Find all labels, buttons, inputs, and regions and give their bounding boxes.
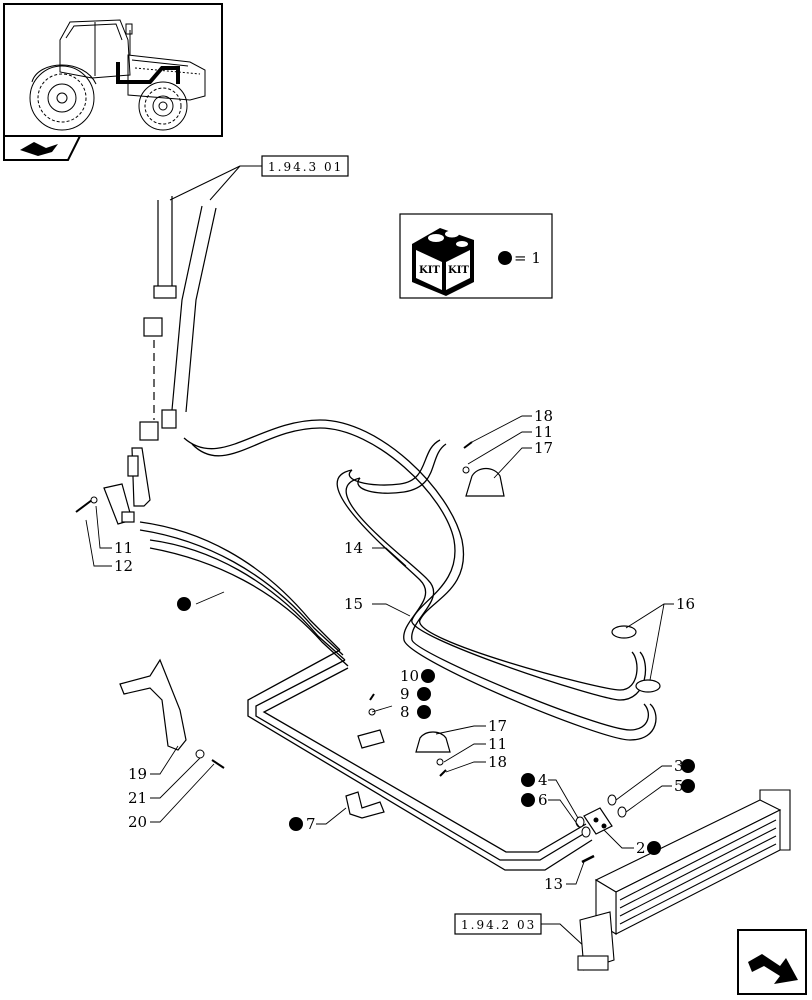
callout-4: 4 (538, 771, 548, 789)
coolant-tubes (183, 419, 657, 741)
callout-17a: 17 (534, 439, 553, 457)
clamp-16a (611, 625, 637, 639)
callout-12: 12 (114, 557, 133, 575)
kit-marker-dot (498, 251, 512, 265)
kit-label-left: KIT (419, 265, 440, 276)
cooler-unit (577, 789, 791, 971)
upper-hoses (139, 196, 217, 441)
kit-marker-dots (177, 597, 695, 855)
callout-20: 20 (128, 813, 147, 831)
bracket-8 (357, 693, 385, 749)
callout-10: 10 (400, 667, 419, 685)
callout-11c: 11 (488, 735, 507, 753)
callout-18b: 18 (488, 753, 507, 771)
callout-6: 6 (538, 791, 548, 809)
reference-upper[interactable]: 1.94.3 01 (261, 155, 349, 177)
callout-8: 8 (400, 703, 410, 721)
callout-7: 7 (306, 815, 316, 833)
clamp-16b (635, 679, 661, 693)
callout-13: 13 (544, 875, 563, 893)
callout-11a: 11 (534, 423, 553, 441)
leader-lines (85, 415, 674, 885)
callout-11b: 11 (114, 539, 133, 557)
callout-14: 14 (344, 539, 363, 557)
reference-upper-text: 1.94.3 01 (268, 160, 343, 174)
kit-label-right: KIT (448, 265, 469, 276)
clip-17-upper (462, 441, 505, 497)
callout-18a: 18 (534, 407, 553, 425)
callout-2: 2 (636, 839, 646, 857)
callout-9: 9 (400, 685, 410, 703)
callout-15: 15 (344, 595, 363, 613)
callout-labels: 18 11 17 11 12 14 15 16 10 9 8 17 11 18 … (114, 407, 695, 893)
reference-lower[interactable]: 1.94.2 03 (454, 913, 542, 935)
callout-17b: 17 (488, 717, 507, 735)
clip-17-lower (415, 731, 451, 777)
kit-legend-box: KIT KIT = 1 (399, 213, 553, 299)
callout-5: 5 (674, 777, 684, 795)
hose-bracket (103, 447, 151, 525)
kit-legend-text: = 1 (514, 249, 541, 267)
tractor-thumbnail-icon (3, 3, 223, 137)
callout-3: 3 (674, 757, 684, 775)
connector-block-2 (575, 794, 627, 864)
bracket-7 (345, 791, 385, 819)
kit-box-icon: KIT KIT (412, 228, 474, 296)
bracket-19 (119, 658, 225, 769)
bolt-11-12 (75, 496, 98, 513)
next-page-arrow-icon[interactable] (737, 929, 807, 995)
callout-19: 19 (128, 765, 147, 783)
callout-16: 16 (676, 595, 695, 613)
callout-21: 21 (128, 789, 147, 807)
main-hoses (139, 521, 593, 871)
reference-lower-text: 1.94.2 03 (461, 918, 536, 932)
section-tab-icon[interactable] (3, 135, 82, 161)
